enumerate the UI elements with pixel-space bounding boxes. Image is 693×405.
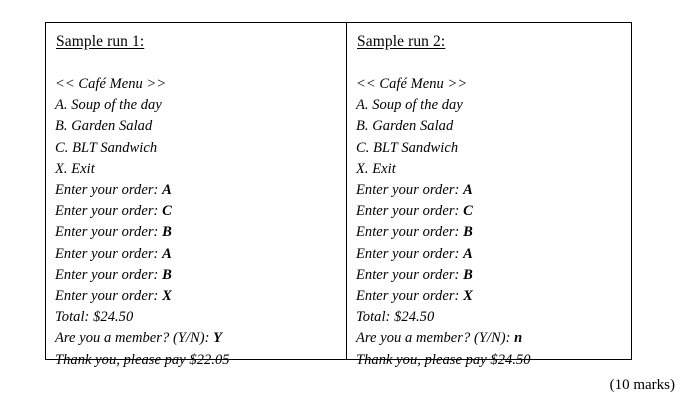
typed-input-value: A xyxy=(463,182,473,199)
transcript-line-text: Enter your order: xyxy=(356,266,464,283)
typed-input-value: B xyxy=(463,266,473,283)
transcript-line: C. BLT Sandwich xyxy=(356,138,631,159)
transcript-line-text: Enter your order: xyxy=(55,245,163,262)
sample-run-1-transcript: << Café Menu >> A. Soup of the day B. Gard… xyxy=(55,74,346,371)
transcript-line-text: Enter your order: xyxy=(356,203,464,220)
transcript-line-text: Are you a member? (Y/N): xyxy=(55,330,214,347)
transcript-line-text: Enter your order: xyxy=(356,224,464,241)
sample-run-2-heading: Sample run 2: xyxy=(357,33,446,50)
transcript-line-text: Enter your order: xyxy=(55,266,163,283)
spacer xyxy=(55,52,346,74)
transcript-line: B. Garden Salad xyxy=(356,116,631,137)
transcript-line: A. Soup of the day xyxy=(55,95,346,116)
transcript-line-text: Enter your order: xyxy=(356,245,464,262)
typed-input-value: X xyxy=(162,288,172,305)
transcript-line: A. Soup of the day xyxy=(356,95,631,116)
transcript-line-text: Enter your order: xyxy=(55,182,163,199)
transcript-line: Enter your order: A xyxy=(356,180,631,201)
typed-input-value: A xyxy=(162,182,172,199)
sample-runs-table: Sample run 1: << Café Menu >> A. Soup of … xyxy=(45,22,632,368)
transcript-line: Enter your order: A xyxy=(55,244,346,265)
typed-input-value: X xyxy=(463,288,473,305)
transcript-line-text: Total: $24.50 xyxy=(356,309,435,326)
transcript-line-text: << Café Menu >> xyxy=(356,76,468,92)
transcript-line-text: Enter your order: xyxy=(356,288,464,305)
transcript-line: Enter your order: X xyxy=(55,286,346,307)
transcript-line-text: << Café Menu >> xyxy=(55,76,167,92)
transcript-line-text: Thank you, please pay $24.50 xyxy=(356,351,531,368)
transcript-line: Are you a member? (Y/N): Y xyxy=(55,328,346,349)
transcript-line: Enter your order: A xyxy=(55,180,346,201)
transcript-line: << Café Menu >> xyxy=(356,74,631,95)
transcript-line-text: Enter your order: xyxy=(55,224,163,241)
transcript-line: Thank you, please pay $22.05 xyxy=(55,350,346,371)
transcript-line: Enter your order: C xyxy=(55,201,346,222)
typed-input-value: B xyxy=(162,224,172,241)
transcript-line-text: Enter your order: xyxy=(55,203,163,220)
transcript-line: Thank you, please pay $24.50 xyxy=(356,350,631,371)
typed-input-value: C xyxy=(162,203,172,220)
transcript-line-text: A. Soup of the day xyxy=(55,97,162,114)
typed-input-value: C xyxy=(463,203,473,220)
transcript-line-text: X. Exit xyxy=(55,160,95,177)
transcript-line: Enter your order: X xyxy=(356,286,631,307)
typed-input-value: Y xyxy=(213,330,223,347)
transcript-line: B. Garden Salad xyxy=(55,116,346,137)
transcript-line: Total: $24.50 xyxy=(356,307,631,328)
typed-input-value: B xyxy=(463,224,473,241)
transcript-line: Enter your order: B xyxy=(356,222,631,243)
spacer xyxy=(356,52,631,74)
transcript-line-text: C. BLT Sandwich xyxy=(356,139,459,156)
transcript-line: Enter your order: C xyxy=(356,201,631,222)
typed-input-value: A xyxy=(162,245,172,262)
transcript-line: Total: $24.50 xyxy=(55,307,346,328)
transcript-line-text: A. Soup of the day xyxy=(356,97,463,114)
transcript-line-text: Enter your order: xyxy=(356,182,464,199)
typed-input-value: A xyxy=(463,245,473,262)
typed-input-value: n xyxy=(514,330,523,347)
sample-run-2-transcript: << Café Menu >> A. Soup of the day B. Gard… xyxy=(356,74,631,371)
transcript-line-text: B. Garden Salad xyxy=(356,118,454,135)
transcript-line: Enter your order: B xyxy=(55,222,346,243)
sample-run-1-cell: Sample run 1: << Café Menu >> A. Soup of … xyxy=(46,23,347,368)
transcript-line-text: Enter your order: xyxy=(55,288,163,305)
transcript-line-text: Are you a member? (Y/N): xyxy=(356,330,515,347)
marks-annotation: (10 marks) xyxy=(609,377,675,393)
sample-run-1-heading: Sample run 1: xyxy=(56,33,145,50)
transcript-line: Enter your order: A xyxy=(356,244,631,265)
transcript-line-text: Thank you, please pay $22.05 xyxy=(55,351,230,368)
sample-run-2-cell: Sample run 2: << Café Menu >> A. Soup of … xyxy=(347,23,631,368)
transcript-line-text: B. Garden Salad xyxy=(55,118,153,135)
transcript-line: Enter your order: B xyxy=(356,265,631,286)
transcript-line-text: Total: $24.50 xyxy=(55,309,134,326)
transcript-line-text: C. BLT Sandwich xyxy=(55,139,158,156)
typed-input-value: B xyxy=(162,266,172,283)
transcript-line: X. Exit xyxy=(356,159,631,180)
transcript-line: Enter your order: B xyxy=(55,265,346,286)
transcript-line: << Café Menu >> xyxy=(55,74,346,95)
transcript-line-text: X. Exit xyxy=(356,160,396,177)
transcript-line: X. Exit xyxy=(55,159,346,180)
transcript-line: Are you a member? (Y/N): n xyxy=(356,328,631,349)
transcript-line: C. BLT Sandwich xyxy=(55,138,346,159)
